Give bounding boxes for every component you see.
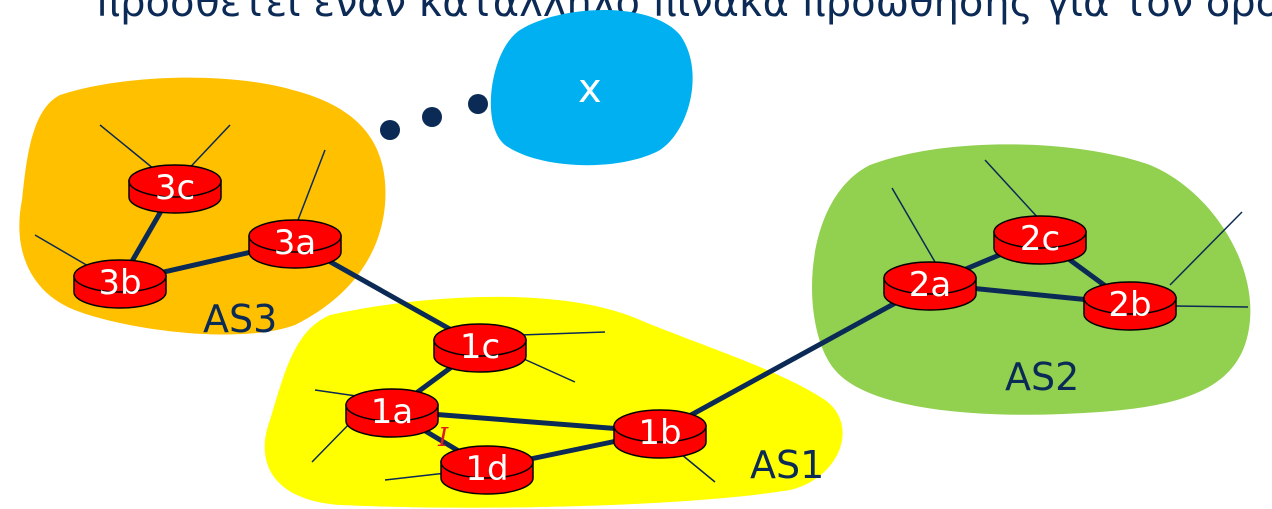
ellipsis-dots [380, 94, 488, 140]
router-top [345, 388, 439, 422]
router-label: 3b [98, 263, 141, 303]
router-2b: 2b [1083, 281, 1177, 331]
router-label: 1c [460, 327, 500, 367]
router-label: 2b [1108, 285, 1151, 325]
router-1a: 1a [345, 388, 439, 438]
dot [380, 120, 400, 140]
router-1b: 1b [613, 409, 707, 459]
router-top [993, 215, 1087, 249]
routers: 1a 1b 1c 1d 2a 2b 2c 3a 3b 3c [73, 164, 1177, 495]
stub-line [984, 159, 1041, 221]
destination-x-cloud [490, 10, 693, 166]
stub-line [1174, 305, 1249, 308]
destination-x-label: x [578, 66, 602, 112]
router-2a: 2a [883, 261, 977, 311]
stub-line [519, 331, 606, 336]
router-3c: 3c [128, 164, 222, 214]
router-label: 3c [155, 168, 195, 208]
dot [468, 94, 488, 114]
router-1d: 1d [440, 445, 534, 495]
router-top [433, 323, 527, 357]
router-label: 1d [465, 449, 508, 489]
stub-line [891, 187, 936, 263]
stub-line [34, 234, 96, 271]
interface-label: I [437, 423, 449, 453]
router-3b: 3b [73, 259, 167, 309]
router-label: 1b [638, 413, 681, 453]
as3-label: AS3 [203, 297, 277, 341]
router-top [1083, 281, 1177, 315]
router-3a: 3a [248, 219, 342, 269]
title-fragment: προσθέτει έναν κατάλληλο πίνακα προώθηση… [96, 0, 1272, 26]
link-1b-2a [658, 281, 932, 435]
as1-cloud [264, 296, 843, 508]
stub-line [1169, 211, 1243, 286]
router-label: 2a [909, 265, 951, 305]
router-top [73, 259, 167, 293]
router-top [128, 164, 222, 198]
router-top [440, 445, 534, 479]
dot [422, 107, 442, 127]
stub-line [297, 149, 326, 221]
router-1c: 1c [433, 323, 527, 373]
router-2c: 2c [993, 215, 1087, 265]
router-top [248, 219, 342, 253]
router-label: 3a [274, 223, 316, 263]
as2-label: AS2 [1005, 355, 1079, 399]
as1-label: AS1 [750, 443, 824, 487]
router-label: 2c [1020, 219, 1060, 259]
router-label: 1a [371, 392, 413, 432]
router-top [883, 261, 977, 295]
as2-cloud [812, 144, 1251, 415]
router-top [613, 409, 707, 443]
